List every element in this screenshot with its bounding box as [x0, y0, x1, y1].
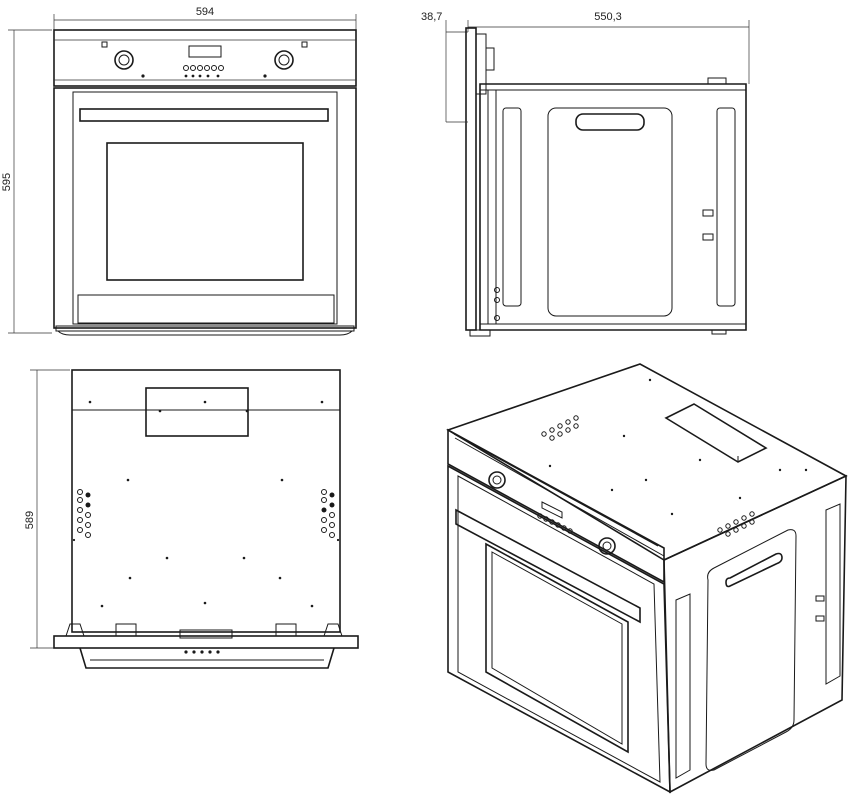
control-panel — [53, 29, 357, 87]
side-recess — [547, 107, 673, 317]
width-label: 594 — [196, 6, 214, 18]
right-vent-holes — [321, 489, 335, 538]
side-rail-right — [716, 107, 736, 307]
right-knob — [274, 50, 294, 70]
top-body — [71, 369, 341, 633]
iso-top-holes — [541, 378, 808, 537]
iso-door-window — [485, 542, 629, 754]
side-rail-left — [502, 107, 522, 307]
isometric-view — [446, 363, 848, 794]
front-depth-label: 38,7 — [421, 11, 442, 23]
iso-side-recess — [705, 529, 797, 771]
top-view: 589 — [24, 369, 359, 669]
height-label: 595 — [1, 173, 13, 191]
iso-side-handle — [725, 552, 783, 588]
button-row — [183, 65, 224, 78]
iso-door — [447, 464, 671, 794]
oven-door — [53, 87, 357, 329]
iso-control-panel — [447, 428, 665, 584]
top-depth-label: 589 — [24, 511, 36, 529]
iso-door-handle — [455, 508, 641, 624]
iso-display — [541, 501, 563, 519]
iso-top-vent — [664, 403, 768, 463]
top-vent-box — [145, 387, 249, 437]
iso-left-knob — [488, 471, 506, 489]
left-knob — [114, 50, 134, 70]
door-window — [106, 142, 304, 281]
front-panel-profile — [465, 27, 477, 331]
left-vent-holes — [77, 489, 91, 538]
door-handle — [79, 108, 329, 122]
side-body — [479, 83, 747, 331]
iso-right-knob — [598, 537, 616, 555]
display — [188, 45, 222, 58]
screw-dots — [72, 400, 340, 608]
iso-side-face — [663, 474, 847, 794]
top-door-profile — [79, 647, 335, 669]
top-front-panel — [53, 635, 359, 649]
front-view: 594 595 — [1, 6, 357, 336]
side-handle-slot — [575, 113, 645, 131]
body-depth-label: 550,3 — [594, 11, 622, 23]
side-view: 38,7 550,3 — [421, 11, 750, 337]
